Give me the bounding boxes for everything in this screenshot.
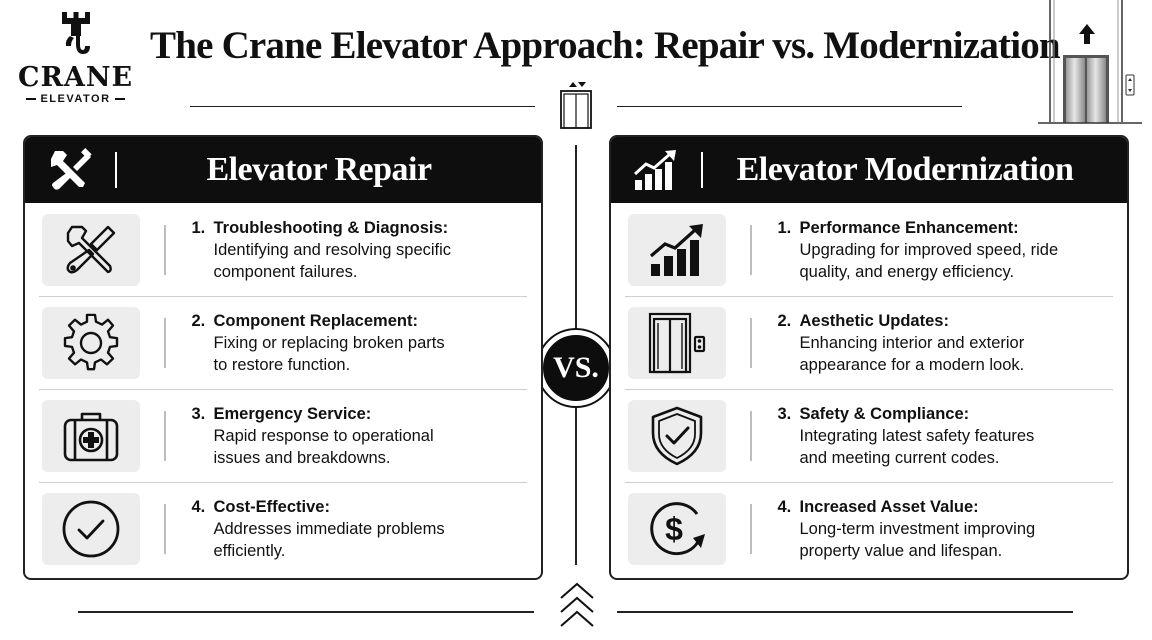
modernization-item-3: 3.Safety & Compliance: Integrating lates… [625,389,1113,482]
item-desc-line: Integrating latest safety features [799,427,1035,445]
item-desc-line: Enhancing interior and exterior [799,334,1025,352]
repair-title: Elevator Repair [206,151,432,188]
item-heading: Safety & Compliance: [799,405,970,423]
vs-badge: VS. [538,330,614,406]
repair-item-3: 3.Emergency Service: Rapid response to o… [39,389,527,482]
title-rule-right [617,106,962,107]
item-desc-line: property value and lifespan. [799,542,1003,560]
modernization-panel: Elevator Modernization 1.Performance Enh… [609,135,1129,580]
title-rule-left [190,106,535,107]
tools-icon [51,148,92,190]
item-desc-line: component failures. [213,262,358,281]
modernization-item-1: 1.Performance Enhancement: Upgrading for… [625,203,1113,296]
bottom-rule-left [78,611,534,613]
first-aid-kit-icon [63,412,119,462]
item-desc-line: to restore function. [213,356,351,374]
elevator-doors-icon [648,312,706,374]
item-heading: Increased Asset Value: [799,498,979,516]
page-title: The Crane Elevator Approach: Repair vs. … [150,24,1061,67]
modernization-item-4: $ 4.Increased Asset Value: Long-term inv… [625,482,1113,575]
vs-label: VS. [553,351,599,384]
gear-icon [63,313,119,371]
item-heading: Performance Enhancement: [799,218,1019,237]
item-desc-line: efficiently. [213,542,286,560]
modernization-item-2: 2.Aesthetic Updates: Enhancing interior … [625,296,1113,389]
item-desc-line: quality, and energy efficiency. [799,262,1015,281]
crane-elevator-logo: CRANE ELEVATOR [18,10,133,120]
crane-hook-icon [61,12,90,54]
check-circle-icon [62,500,120,558]
repair-panel-header: Elevator Repair [25,137,541,203]
logo-name: CRANE [18,62,134,93]
item-desc-line: Addresses immediate problems [213,520,445,538]
repair-panel: Elevator Repair 1.Troubleshooting & Diag… [23,135,543,580]
item-heading: Cost-Effective: [213,498,330,516]
svg-text:$: $ [665,511,683,547]
item-desc-line: Fixing or replacing broken parts [213,334,445,352]
growth-chart-icon [649,223,703,276]
modernization-panel-header: Elevator Modernization [611,137,1127,203]
repair-item-4: 4.Cost-Effective: Addresses immediate pr… [39,482,527,575]
dollar-cycle-icon: $ [650,502,705,556]
growth-chart-icon [633,150,676,190]
item-desc-line: issues and breakdowns. [213,449,391,467]
elevator-illustration-icon [1038,0,1142,124]
item-desc-line: and meeting current codes. [799,449,1000,467]
item-desc-line: Rapid response to operational [213,427,434,445]
item-heading: Aesthetic Updates: [799,312,949,330]
chevrons-up-icon [560,582,594,627]
item-desc-line: Upgrading for improved speed, ride [799,240,1059,259]
center-elevator-icon [560,82,592,129]
item-desc-line: appearance for a modern look. [799,356,1025,374]
item-heading: Emergency Service: [213,405,372,423]
modernization-title: Elevator Modernization [736,151,1074,188]
item-heading: Component Replacement: [213,312,418,330]
bottom-rule-right [617,611,1073,613]
shield-check-icon [651,406,703,466]
repair-item-1: 1.Troubleshooting & Diagnosis: Identifyi… [39,203,527,296]
repair-item-2: 2.Component Replacement: Fixing or repla… [39,296,527,389]
tools-icon [66,225,116,273]
logo-subtitle: ELEVATOR [18,93,133,105]
item-desc-line: Identifying and resolving specific [213,240,452,259]
item-heading: Troubleshooting & Diagnosis: [213,218,449,237]
item-desc-line: Long-term investment improving [799,520,1036,538]
